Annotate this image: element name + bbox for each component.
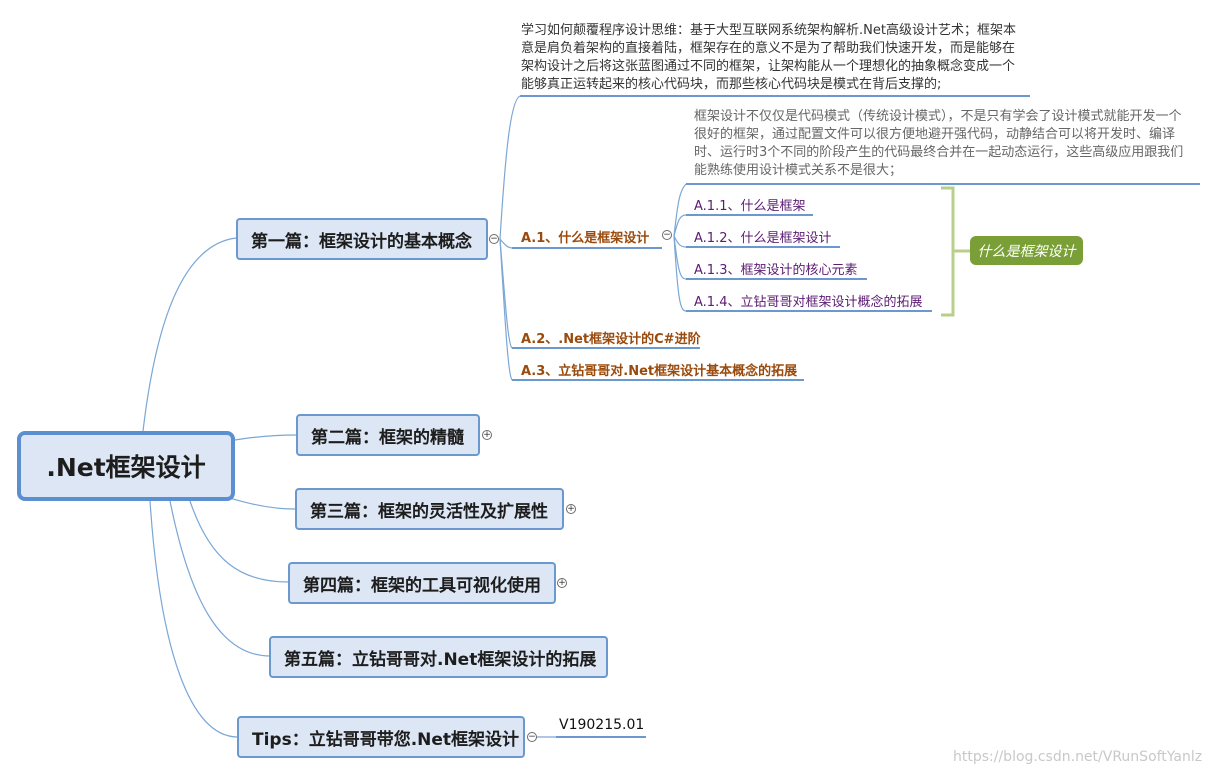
watermark: https://blog.csdn.net/VRunSoftYanlz [953, 749, 1203, 765]
note-line: 意是肩负着架构的直接着陆，框架存在的意义不是为了帮助我们快速开发，而是能够在 [521, 41, 1016, 56]
expand-toggle-icon[interactable]: + [557, 578, 567, 588]
connector-ch1-note [499, 95, 521, 240]
chapter-4-node[interactable]: 第四篇：框架的工具可视化使用 [288, 562, 556, 604]
connector-a1-sub4 [673, 235, 687, 312]
chapter-1-node[interactable]: 第一篇：框架设计的基本概念 [236, 218, 488, 260]
note-line: 能熟练使用设计模式关系不是很大； [694, 163, 903, 178]
version-label[interactable]: V190215.01 [559, 717, 645, 733]
chapter-1-note: 学习如何颠覆程序设计思维：基于大型互联网系统架构解析.Net高级设计艺术；框架本… [521, 22, 1016, 94]
connector-a1-sub1 [673, 214, 687, 237]
expand-toggle-icon[interactable]: + [566, 504, 576, 514]
summary-tag[interactable]: 什么是框架设计 [970, 236, 1083, 265]
chapter-5-node[interactable]: 第五篇：立钻哥哥对.Net框架设计的拓展 [269, 636, 608, 678]
connector-a1-sub2 [673, 235, 687, 248]
connector-root-tips [149, 500, 238, 738]
connector-root-ch4 [189, 500, 289, 583]
note-line: 框架设计不仅仅是代码模式（传统设计模式），不是只有学会了设计模式就能开发一个 [694, 109, 1182, 124]
section-a3[interactable]: A.3、立钻哥哥对.Net框架设计基本概念的拓展 [521, 364, 798, 379]
collapse-toggle-icon[interactable]: − [527, 732, 537, 742]
root-node[interactable]: .Net框架设计 [17, 431, 235, 501]
subsection-a1-2[interactable]: A.1.2、什么是框架设计 [694, 231, 832, 246]
tips-node[interactable]: Tips：立钻哥哥带您.Net框架设计 [237, 716, 525, 758]
note-line: 很好的框架，通过配置文件可以很方便地避开强代码，动静结合可以将开发时、编译 [694, 127, 1176, 142]
chapter-2-node[interactable]: 第二篇：框架的精髓 [296, 414, 480, 456]
section-a2[interactable]: A.2、.Net框架设计的C#进阶 [521, 332, 701, 347]
subsection-a1-1[interactable]: A.1.1、什么是框架 [694, 199, 806, 214]
expand-toggle-icon[interactable]: + [482, 430, 492, 440]
subsection-a1-4[interactable]: A.1.4、立钻哥哥对框架设计概念的拓展 [694, 295, 923, 310]
connector-a1-note [673, 183, 687, 237]
connector-ch1-a1 [499, 238, 513, 249]
connector-ch1-a3 [499, 238, 513, 381]
collapse-toggle-icon[interactable]: − [489, 234, 499, 244]
chapter-3-node[interactable]: 第三篇：框架的灵活性及扩展性 [295, 488, 564, 530]
note-line: 能够真正运转起来的核心代码块，而那些核心代码块是模式在背后支撑的; [521, 77, 942, 92]
collapse-toggle-icon[interactable]: − [662, 230, 672, 240]
note-line: 时、运行时3个不同的阶段产生的代码最终合并在一起动态运行，这些高级应用跟我们 [694, 145, 1184, 160]
subsection-a1-3[interactable]: A.1.3、框架设计的核心元素 [694, 263, 858, 278]
connector-root-ch1 [142, 237, 237, 432]
note-line: 架构设计之后将这张蓝图通过不同的框架，让架构能从一个理想化的抽象概念变成一个 [521, 59, 1016, 74]
section-a1[interactable]: A.1、什么是框架设计 [521, 231, 650, 246]
section-a1-note: 框架设计不仅仅是代码模式（传统设计模式），不是只有学会了设计模式就能开发一个 很… [694, 108, 1183, 180]
note-line: 学习如何颠覆程序设计思维：基于大型互联网系统架构解析.Net高级设计艺术；框架本 [521, 23, 1016, 38]
summary-bracket [941, 186, 970, 317]
connector-root-ch5 [169, 500, 271, 657]
